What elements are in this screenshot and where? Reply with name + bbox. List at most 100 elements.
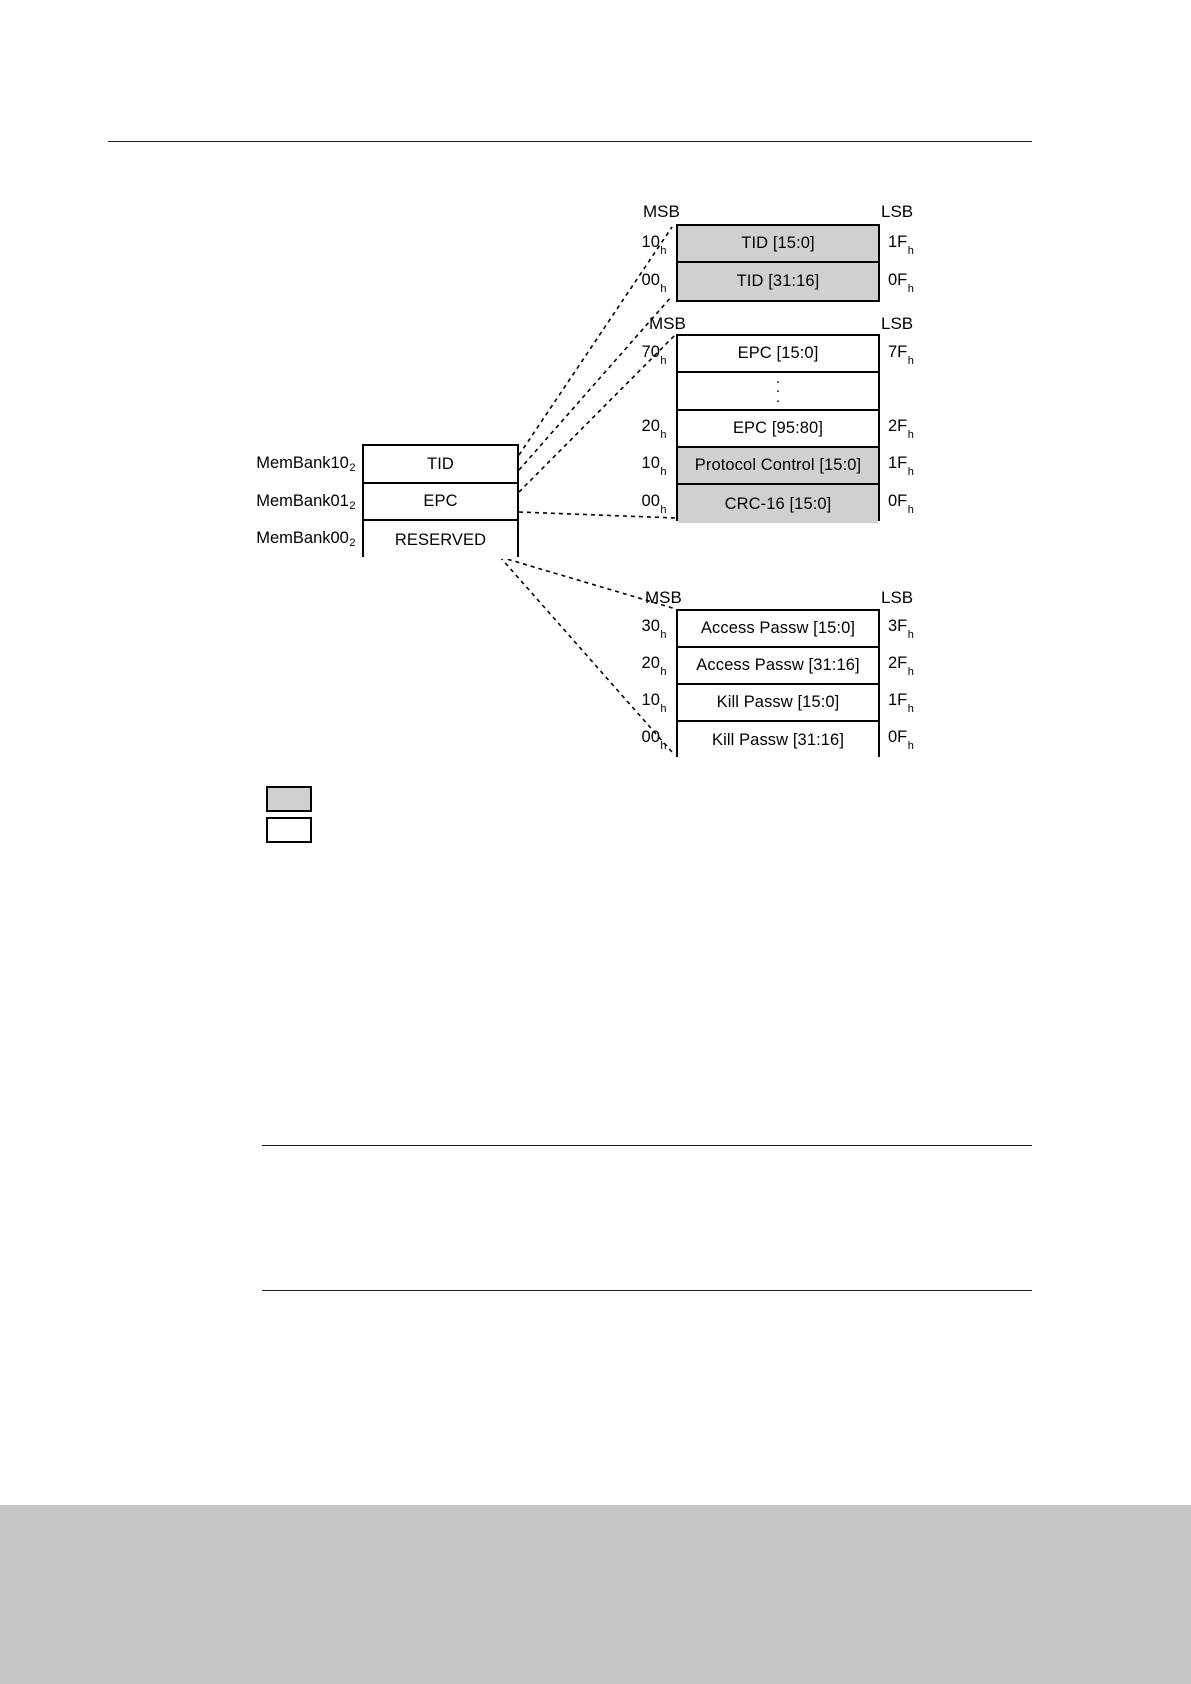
addr-suffix: h — [660, 703, 667, 716]
addr-suffix: h — [660, 429, 667, 442]
tid-left-address: 10h — [620, 233, 667, 258]
epc-ellipsis-row: · · · — [678, 373, 878, 411]
epc-right-address: 1Fh — [888, 454, 914, 479]
legend-swatch-plain — [266, 817, 312, 843]
epc-left-address: 00h — [620, 492, 667, 517]
tid-right-address-value: 1F — [888, 233, 908, 251]
epc-right-address-value: 1F — [888, 454, 908, 472]
epc-row: CRC-16 [15:0] — [678, 485, 878, 523]
epc-row: EPC [15:0] — [678, 336, 878, 373]
tid-msb-caption: MSB — [643, 202, 680, 221]
tid-left-address-value: 00 — [641, 271, 660, 289]
reserved-left-address: 10h — [620, 691, 667, 716]
membank-label-epc: MemBank012 — [200, 492, 356, 512]
addr-suffix: h — [907, 740, 914, 753]
reserved-msb-caption: MSB — [645, 588, 682, 607]
reserved-left-address: 00h — [620, 728, 667, 753]
reserved-memory-block: Access Passw [15:0] Access Passw [31:16]… — [676, 609, 880, 759]
reserved-row: Access Passw [31:16] — [678, 648, 878, 685]
membank-label-text: MemBank01 — [256, 492, 349, 510]
addr-suffix: h — [660, 245, 667, 258]
epc-left-address: 70h — [620, 343, 667, 368]
membank-label-reserved: MemBank002 — [200, 529, 356, 549]
reserved-left-address-value: 30 — [641, 617, 660, 635]
epc-right-address-value: 2F — [888, 417, 908, 435]
ellipsis-dot: · — [775, 382, 781, 400]
tid-right-address: 0Fh — [888, 271, 914, 296]
membank-block: TID EPC RESERVED — [362, 444, 519, 559]
addr-suffix: h — [907, 245, 914, 258]
tid-row: TID [15:0] — [678, 226, 878, 263]
reserved-left-address-value: 20 — [641, 654, 660, 672]
tid-memory-block: TID [15:0] TID [31:16] — [676, 224, 880, 302]
reserved-left-address: 30h — [620, 617, 667, 642]
footer-band — [0, 1505, 1191, 1684]
caption-rule-top — [262, 1145, 1032, 1146]
reserved-left-address-value: 10 — [641, 691, 660, 709]
epc-left-address-value: 10 — [641, 454, 660, 472]
reserved-right-address-value: 2F — [888, 654, 908, 672]
ellipsis-dot: · — [775, 373, 781, 391]
addr-suffix: h — [660, 466, 667, 479]
tid-right-address-value: 0F — [888, 271, 908, 289]
membank-row-epc: EPC — [364, 484, 517, 521]
reserved-left-address: 20h — [620, 654, 667, 679]
addr-suffix: h — [907, 504, 914, 517]
reserved-right-address: 1Fh — [888, 691, 914, 716]
reserved-right-address: 3Fh — [888, 617, 914, 642]
ellipsis-dot: · — [775, 391, 781, 409]
addr-suffix: h — [907, 429, 914, 442]
addr-suffix: h — [907, 629, 914, 642]
membank-label-text: MemBank10 — [256, 454, 349, 472]
reserved-right-address-value: 3F — [888, 617, 908, 635]
tid-left-address-value: 10 — [641, 233, 660, 251]
reserved-right-address-value: 1F — [888, 691, 908, 709]
addr-suffix: h — [660, 504, 667, 517]
addr-suffix: h — [660, 629, 667, 642]
reserved-row: Access Passw [15:0] — [678, 611, 878, 648]
epc-right-address: 2Fh — [888, 417, 914, 442]
epc-msb-caption: MSB — [649, 314, 686, 333]
caption-rule-bottom — [262, 1290, 1032, 1291]
reserved-lsb-caption: LSB — [881, 588, 914, 607]
reserved-right-address-value: 0F — [888, 728, 908, 746]
membank-label-subscript: 2 — [349, 462, 356, 474]
legend-swatch-shaded — [266, 786, 312, 812]
epc-row: Protocol Control [15:0] — [678, 448, 878, 485]
tid-lsb-caption: LSB — [881, 202, 914, 221]
membank-row-tid: TID — [364, 446, 517, 484]
epc-row: EPC [95:80] — [678, 411, 878, 448]
tid-row: TID [31:16] — [678, 263, 878, 300]
epc-right-address: 0Fh — [888, 492, 914, 517]
reserved-left-address-value: 00 — [641, 728, 660, 746]
addr-suffix: h — [660, 283, 667, 296]
addr-suffix: h — [660, 355, 667, 368]
epc-right-address-value: 7F — [888, 343, 908, 361]
membank-label-text: MemBank00 — [256, 529, 349, 547]
membank-label-tid: MemBank102 — [200, 454, 356, 474]
addr-suffix: h — [907, 703, 914, 716]
epc-left-address: 20h — [620, 417, 667, 442]
addr-suffix: h — [907, 666, 914, 679]
reserved-right-address: 2Fh — [888, 654, 914, 679]
addr-suffix: h — [907, 466, 914, 479]
membank-row-reserved: RESERVED — [364, 521, 517, 559]
epc-left-address-value: 70 — [641, 343, 660, 361]
addr-suffix: h — [660, 740, 667, 753]
addr-suffix: h — [907, 283, 914, 296]
reserved-row: Kill Passw [15:0] — [678, 685, 878, 722]
epc-right-address-value: 0F — [888, 492, 908, 510]
addr-suffix: h — [660, 666, 667, 679]
tid-right-address: 1Fh — [888, 233, 914, 258]
membank-label-subscript: 2 — [349, 537, 356, 549]
epc-memory-block: EPC [15:0] · · · EPC [95:80] Protocol Co… — [676, 334, 880, 523]
membank-label-subscript: 2 — [349, 500, 356, 512]
epc-lsb-caption: LSB — [881, 314, 914, 333]
epc-left-address-value: 00 — [641, 492, 660, 510]
reserved-right-address: 0Fh — [888, 728, 914, 753]
epc-left-address-value: 20 — [641, 417, 660, 435]
tid-left-address: 00h — [620, 271, 667, 296]
header-rule — [108, 141, 1032, 142]
